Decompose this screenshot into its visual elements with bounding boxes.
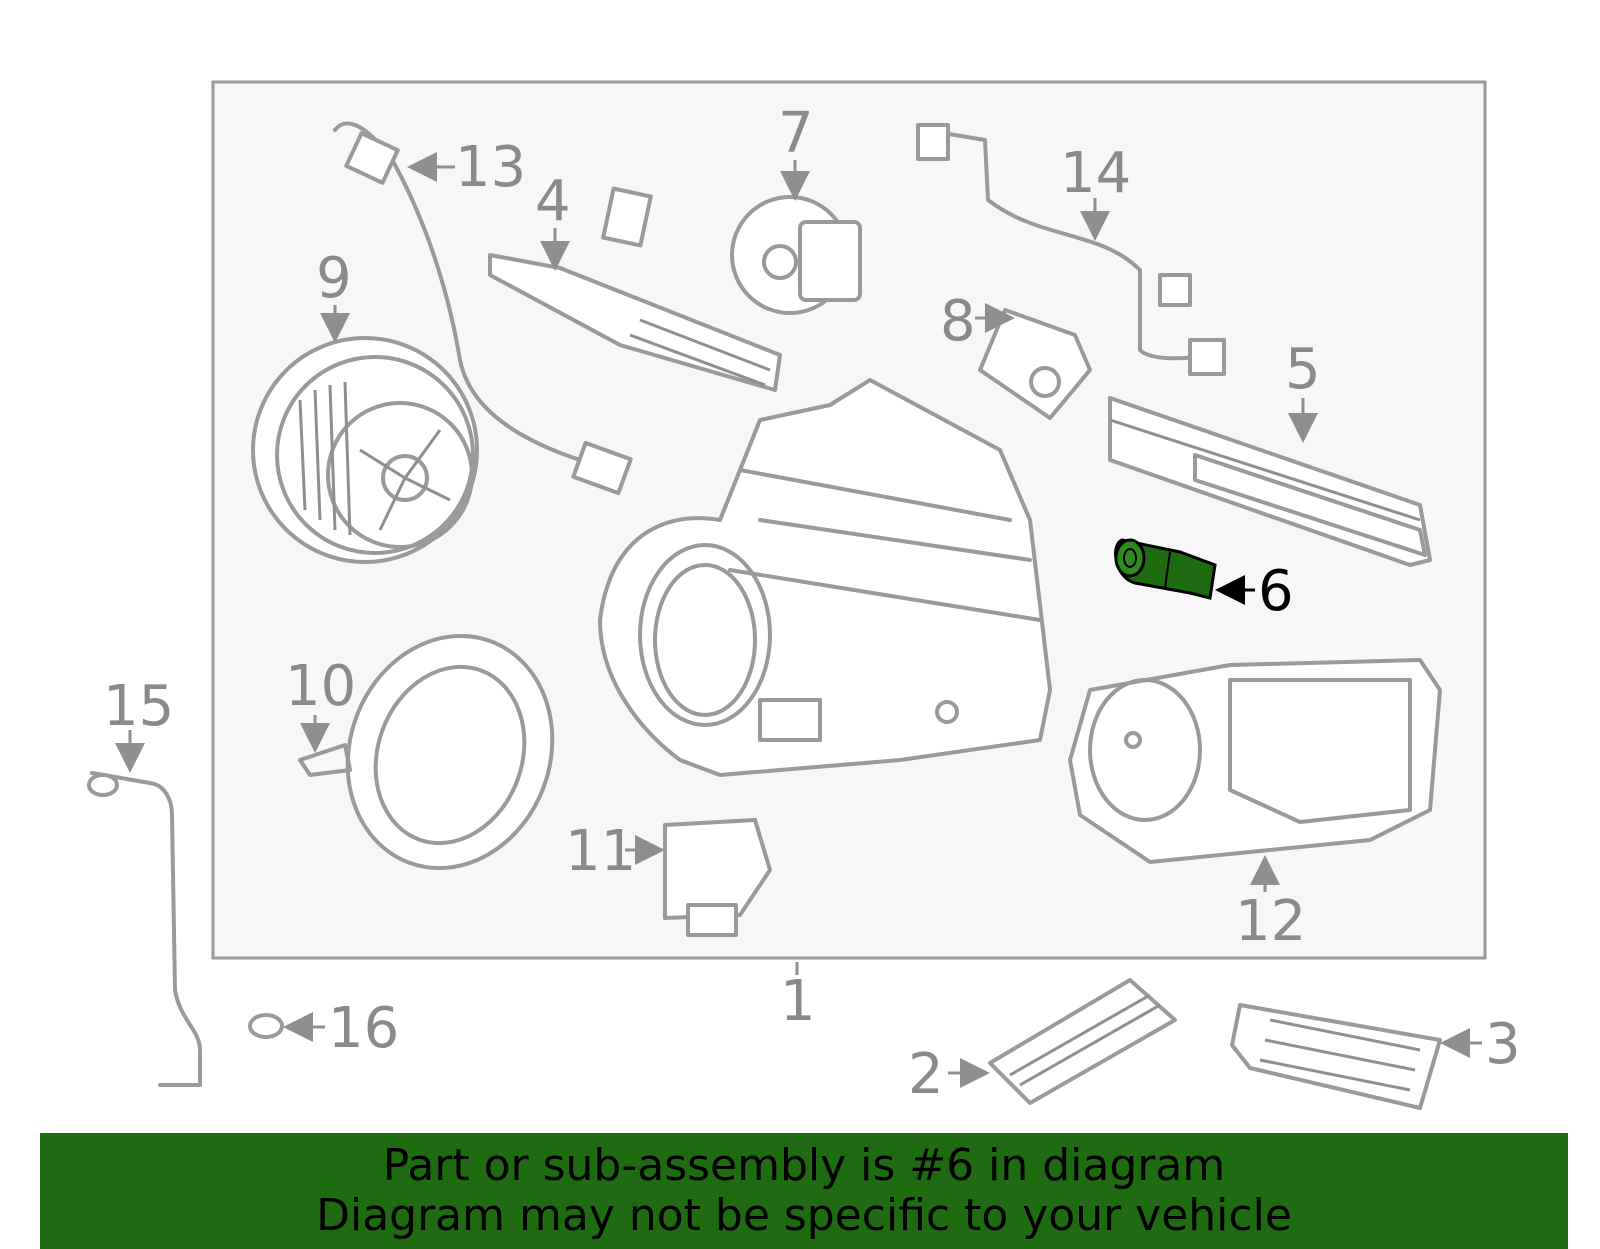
servo-motor-7-drawing [730,195,862,315]
callout-2: 2 [908,1042,944,1107]
banner-line-part: Part or sub-assembly is #6 in diagram [382,1140,1226,1191]
callout-10: 10 [285,654,356,719]
callout-7: 7 [778,101,814,166]
callout-3: 3 [1485,1012,1521,1077]
callout-12: 12 [1235,889,1306,954]
drain-hose-15-drawing [90,771,202,1087]
harness-14-drawing [923,128,1212,361]
blower-ring-10-drawing [298,633,555,871]
resistor-6-highlight [1114,538,1217,600]
lower-case-12-drawing [1068,658,1442,864]
hvac-case-drawing [598,378,1052,777]
module-11-drawing [663,818,772,937]
banner-line-disclaimer: Diagram may not be specific to your vehi… [316,1190,1292,1241]
filter-3-drawing [1230,1003,1442,1110]
callout-11: 11 [565,819,636,884]
clip-16-drawing [248,1013,284,1039]
callout-15: 15 [103,674,174,739]
callout-14: 14 [1060,141,1131,206]
sensor-drawing [601,186,653,248]
callout-4: 4 [535,169,571,234]
blower-motor-drawing [251,336,479,564]
evaporator-drawing [1108,396,1432,567]
callout-1: 1 [780,969,816,1034]
callout-5: 5 [1285,337,1321,402]
callout-16: 16 [328,996,399,1061]
actuator-8-drawing [978,308,1092,420]
callout-6: 6 [1258,559,1294,624]
filter-2-drawing [988,978,1177,1105]
callout-9: 9 [316,246,352,311]
info-banner: Part or sub-assembly is #6 in diagram Di… [40,1133,1568,1249]
callout-8: 8 [940,289,976,354]
callout-13: 13 [455,135,526,200]
